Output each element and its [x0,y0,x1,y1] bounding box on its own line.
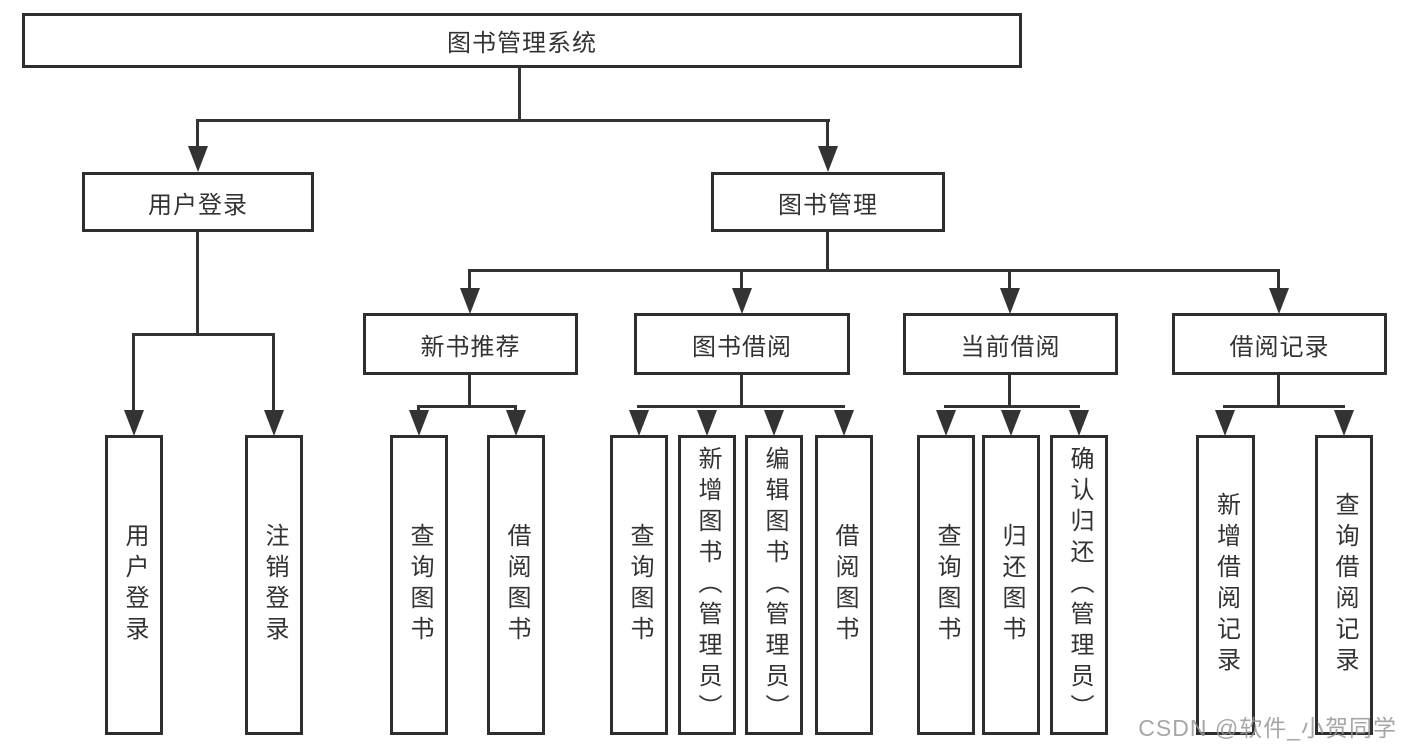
arrowhead-down-icon [1001,410,1021,436]
connector-line [740,375,743,408]
leaf-logout: 注销登录 [245,435,303,735]
connector-line [468,269,471,290]
node-root: 图书管理系统 [22,13,1022,68]
leaf-bb-add-book-admin: 新增图书（管理员） [678,435,736,735]
connector-line [1008,269,1011,290]
connector-line [637,405,845,408]
connector-line [944,405,1080,408]
leaf-rec-borrow-book: 借阅图书 [487,435,545,735]
arrowhead-down-icon [732,288,752,314]
connector-line [196,119,199,151]
arrowhead-down-icon [1069,410,1089,436]
arrowhead-down-icon [264,410,284,436]
arrowhead-down-icon [818,146,838,172]
connector-line [826,119,829,151]
node-current-borrow: 当前借阅 [903,313,1118,375]
leaf-bb-query-book: 查询图书 [610,435,668,735]
connector-line [196,232,199,335]
connector-line [417,405,420,412]
arrowhead-down-icon [506,410,526,436]
connector-line [468,269,1280,272]
leaf-rec-query-book: 查询图书 [390,435,448,735]
node-new-book-recommend: 新书推荐 [363,313,578,375]
arrowhead-down-icon [1215,410,1235,436]
leaf-user-login: 用户登录 [105,435,163,735]
connector-line [518,68,521,121]
watermark: CSDN @软件_小贺同学 [1138,715,1397,741]
connector-line [417,405,517,408]
arrowhead-down-icon [1269,288,1289,314]
connector-line [272,333,275,412]
node-book-management: 图书管理 [711,172,945,232]
connector-line [132,333,275,336]
leaf-cb-confirm-return-admin: 确认归还（管理员） [1050,435,1108,735]
arrowhead-down-icon [188,146,208,172]
node-book-borrow: 图书借阅 [634,313,850,375]
node-user-login: 用户登录 [82,172,314,232]
leaf-cb-return-book: 归还图书 [982,435,1040,735]
leaf-br-query-record: 查询借阅记录 [1315,435,1373,735]
arrowhead-down-icon [697,410,717,436]
connector-line [826,232,829,272]
connector-line [1223,405,1345,408]
connector-line [514,405,517,412]
connector-line [196,119,830,122]
arrowhead-down-icon [629,410,649,436]
arrowhead-down-icon [124,410,144,436]
node-borrow-records: 借阅记录 [1172,313,1387,375]
connector-line [132,333,135,412]
arrowhead-down-icon [409,410,429,436]
connector-line [740,269,743,290]
arrowhead-down-icon [1334,410,1354,436]
connector-line [1277,375,1280,408]
arrowhead-down-icon [936,410,956,436]
connector-line [468,375,471,408]
connector-line [1008,375,1011,408]
arrowhead-down-icon [764,410,784,436]
arrowhead-down-icon [460,288,480,314]
leaf-br-add-record: 新增借阅记录 [1196,435,1255,735]
connector-line [1277,269,1280,290]
leaf-bb-borrow-book: 借阅图书 [815,435,873,735]
arrowhead-down-icon [834,410,854,436]
arrowhead-down-icon [1000,288,1020,314]
leaf-bb-edit-book-admin: 编辑图书（管理员） [745,435,803,735]
leaf-cb-query-book: 查询图书 [917,435,975,735]
